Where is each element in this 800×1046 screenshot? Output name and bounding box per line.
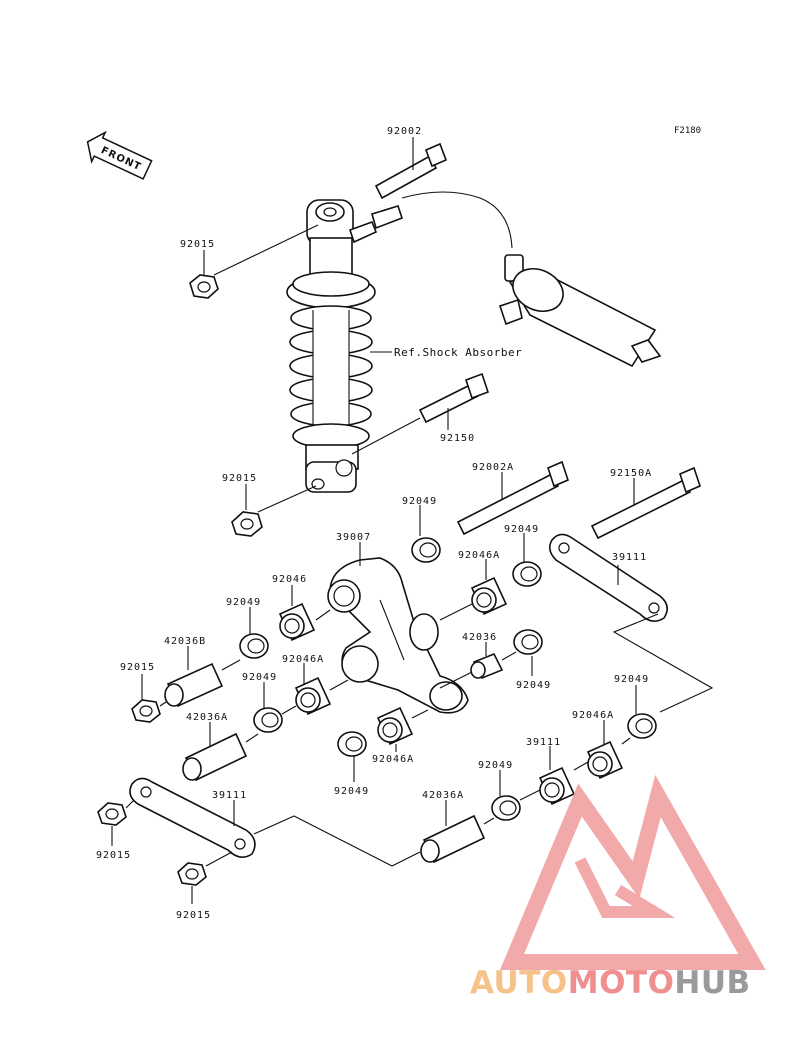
part-label: 92049 [478,760,513,771]
part-label: 92046 [272,574,307,585]
washer-92049-b [512,561,542,587]
bolt-92002A [456,460,569,536]
part-label: 92046A [458,550,500,561]
washer-92049-e [513,629,543,655]
watermark-text: AUTOMOTOHUB [470,965,751,1001]
collar-42036A-bottom [420,814,486,864]
bearing-92046A-b [294,676,332,716]
part-label: 92015 [120,662,155,673]
reference-label: Ref.Shock Absorber [394,346,522,359]
bearing-92046A-e [538,766,576,806]
part-label: 92002A [472,462,514,473]
part-label: 39111 [212,790,247,801]
part-label: 92049 [614,674,649,685]
tie-rod-39111-lower [129,777,256,858]
nut-92015-bottom [177,862,207,886]
reservoir-hose [401,191,513,249]
rocker-arm-39007 [327,557,469,714]
nut-92015-upper [189,274,219,299]
nut-92015-lower [231,511,263,537]
part-label: 92046A [282,654,324,665]
part-label: 42036 [462,632,497,643]
part-label: 39111 [612,552,647,563]
part-label: 92049 [504,524,539,535]
part-label: 92015 [176,910,211,921]
washer-92049-f [337,731,367,757]
figure-code: F2180 [674,126,701,136]
bearing-92046A-c [376,706,414,746]
part-label: 39007 [336,532,371,543]
part-label: 92015 [96,850,131,861]
washer-92049-d [253,707,283,733]
watermark-logo [499,774,766,970]
bolt-92150 [418,372,490,424]
nut-92015-bottom-left [97,802,127,826]
collar-42036B [164,662,224,708]
collar-42036A-left [182,732,248,782]
bearing-92046A-d [586,740,624,780]
bearing-92046A-a [470,576,508,616]
bolt-92150A [590,466,701,540]
part-label: 42036A [422,790,464,801]
shock-absorber [286,199,404,493]
collar-42036 [470,652,504,680]
part-label: 92150 [440,433,475,444]
part-label: 92015 [222,473,257,484]
remote-reservoir [498,254,662,368]
part-label: 92049 [334,786,369,797]
washer-92049-a [411,537,441,563]
part-label: 42036A [186,712,228,723]
part-label: 92150A [610,468,652,479]
part-label: 92049 [226,597,261,608]
tie-rod-39111-upper [548,533,668,622]
washer-92049-c [239,633,269,659]
part-label: 92046A [572,710,614,721]
part-label: 92049 [516,680,551,691]
part-label: 42036B [164,636,206,647]
part-label: 92049 [242,672,277,683]
washer-92049-g [627,713,657,739]
front-arrow-icon: FRONT [86,130,153,180]
triangle-logo-icon [499,774,766,970]
part-label: 92046A [372,754,414,765]
washer-92049-h [491,795,521,821]
bolt-92002 [374,142,448,200]
coil-spring [289,305,373,427]
part-label: 39111 [526,737,561,748]
part-label: 92015 [180,239,215,250]
bearing-92046 [278,602,316,642]
nut-92015-mid [131,699,161,723]
part-label: 92002 [387,126,422,137]
part-label: 92049 [402,496,437,507]
